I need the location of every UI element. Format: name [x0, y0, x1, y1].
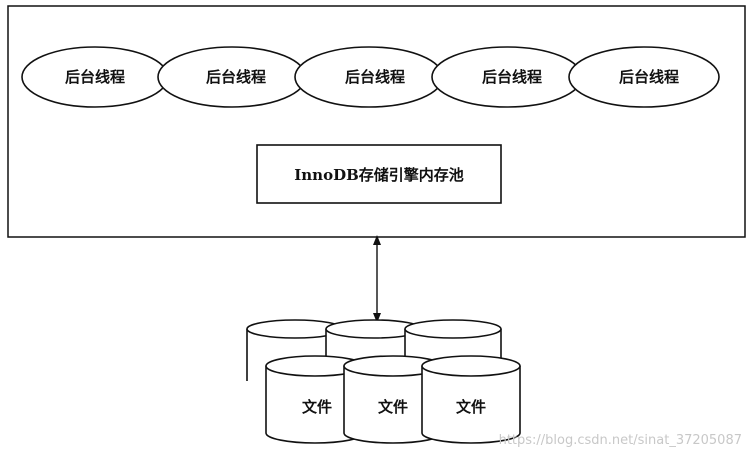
- watermark: https://blog.csdn.net/sinat_37205087: [499, 433, 742, 448]
- thread-label: 后台线程: [65, 68, 125, 86]
- thread-node: 后台线程: [157, 46, 307, 108]
- thread-node: 后台线程: [431, 46, 583, 108]
- thread-node: 后台线程: [294, 46, 444, 108]
- thread-label: 后台线程: [619, 68, 679, 86]
- file-label: 文件: [302, 398, 332, 416]
- buffer-pool-label: InnoDB存储引擎内存池: [294, 166, 464, 184]
- thread-label: 后台线程: [345, 68, 405, 86]
- thread-node: 后台线程: [21, 46, 169, 108]
- file-label: 文件: [456, 398, 486, 416]
- thread-node: 后台线程: [568, 46, 720, 108]
- thread-label: 后台线程: [482, 68, 542, 86]
- thread-label: 后台线程: [206, 68, 266, 86]
- file-cylinder: 文件: [421, 355, 521, 444]
- file-label: 文件: [378, 398, 408, 416]
- buffer-pool-box: [256, 144, 502, 204]
- file-cylinder: 文件: [343, 355, 443, 444]
